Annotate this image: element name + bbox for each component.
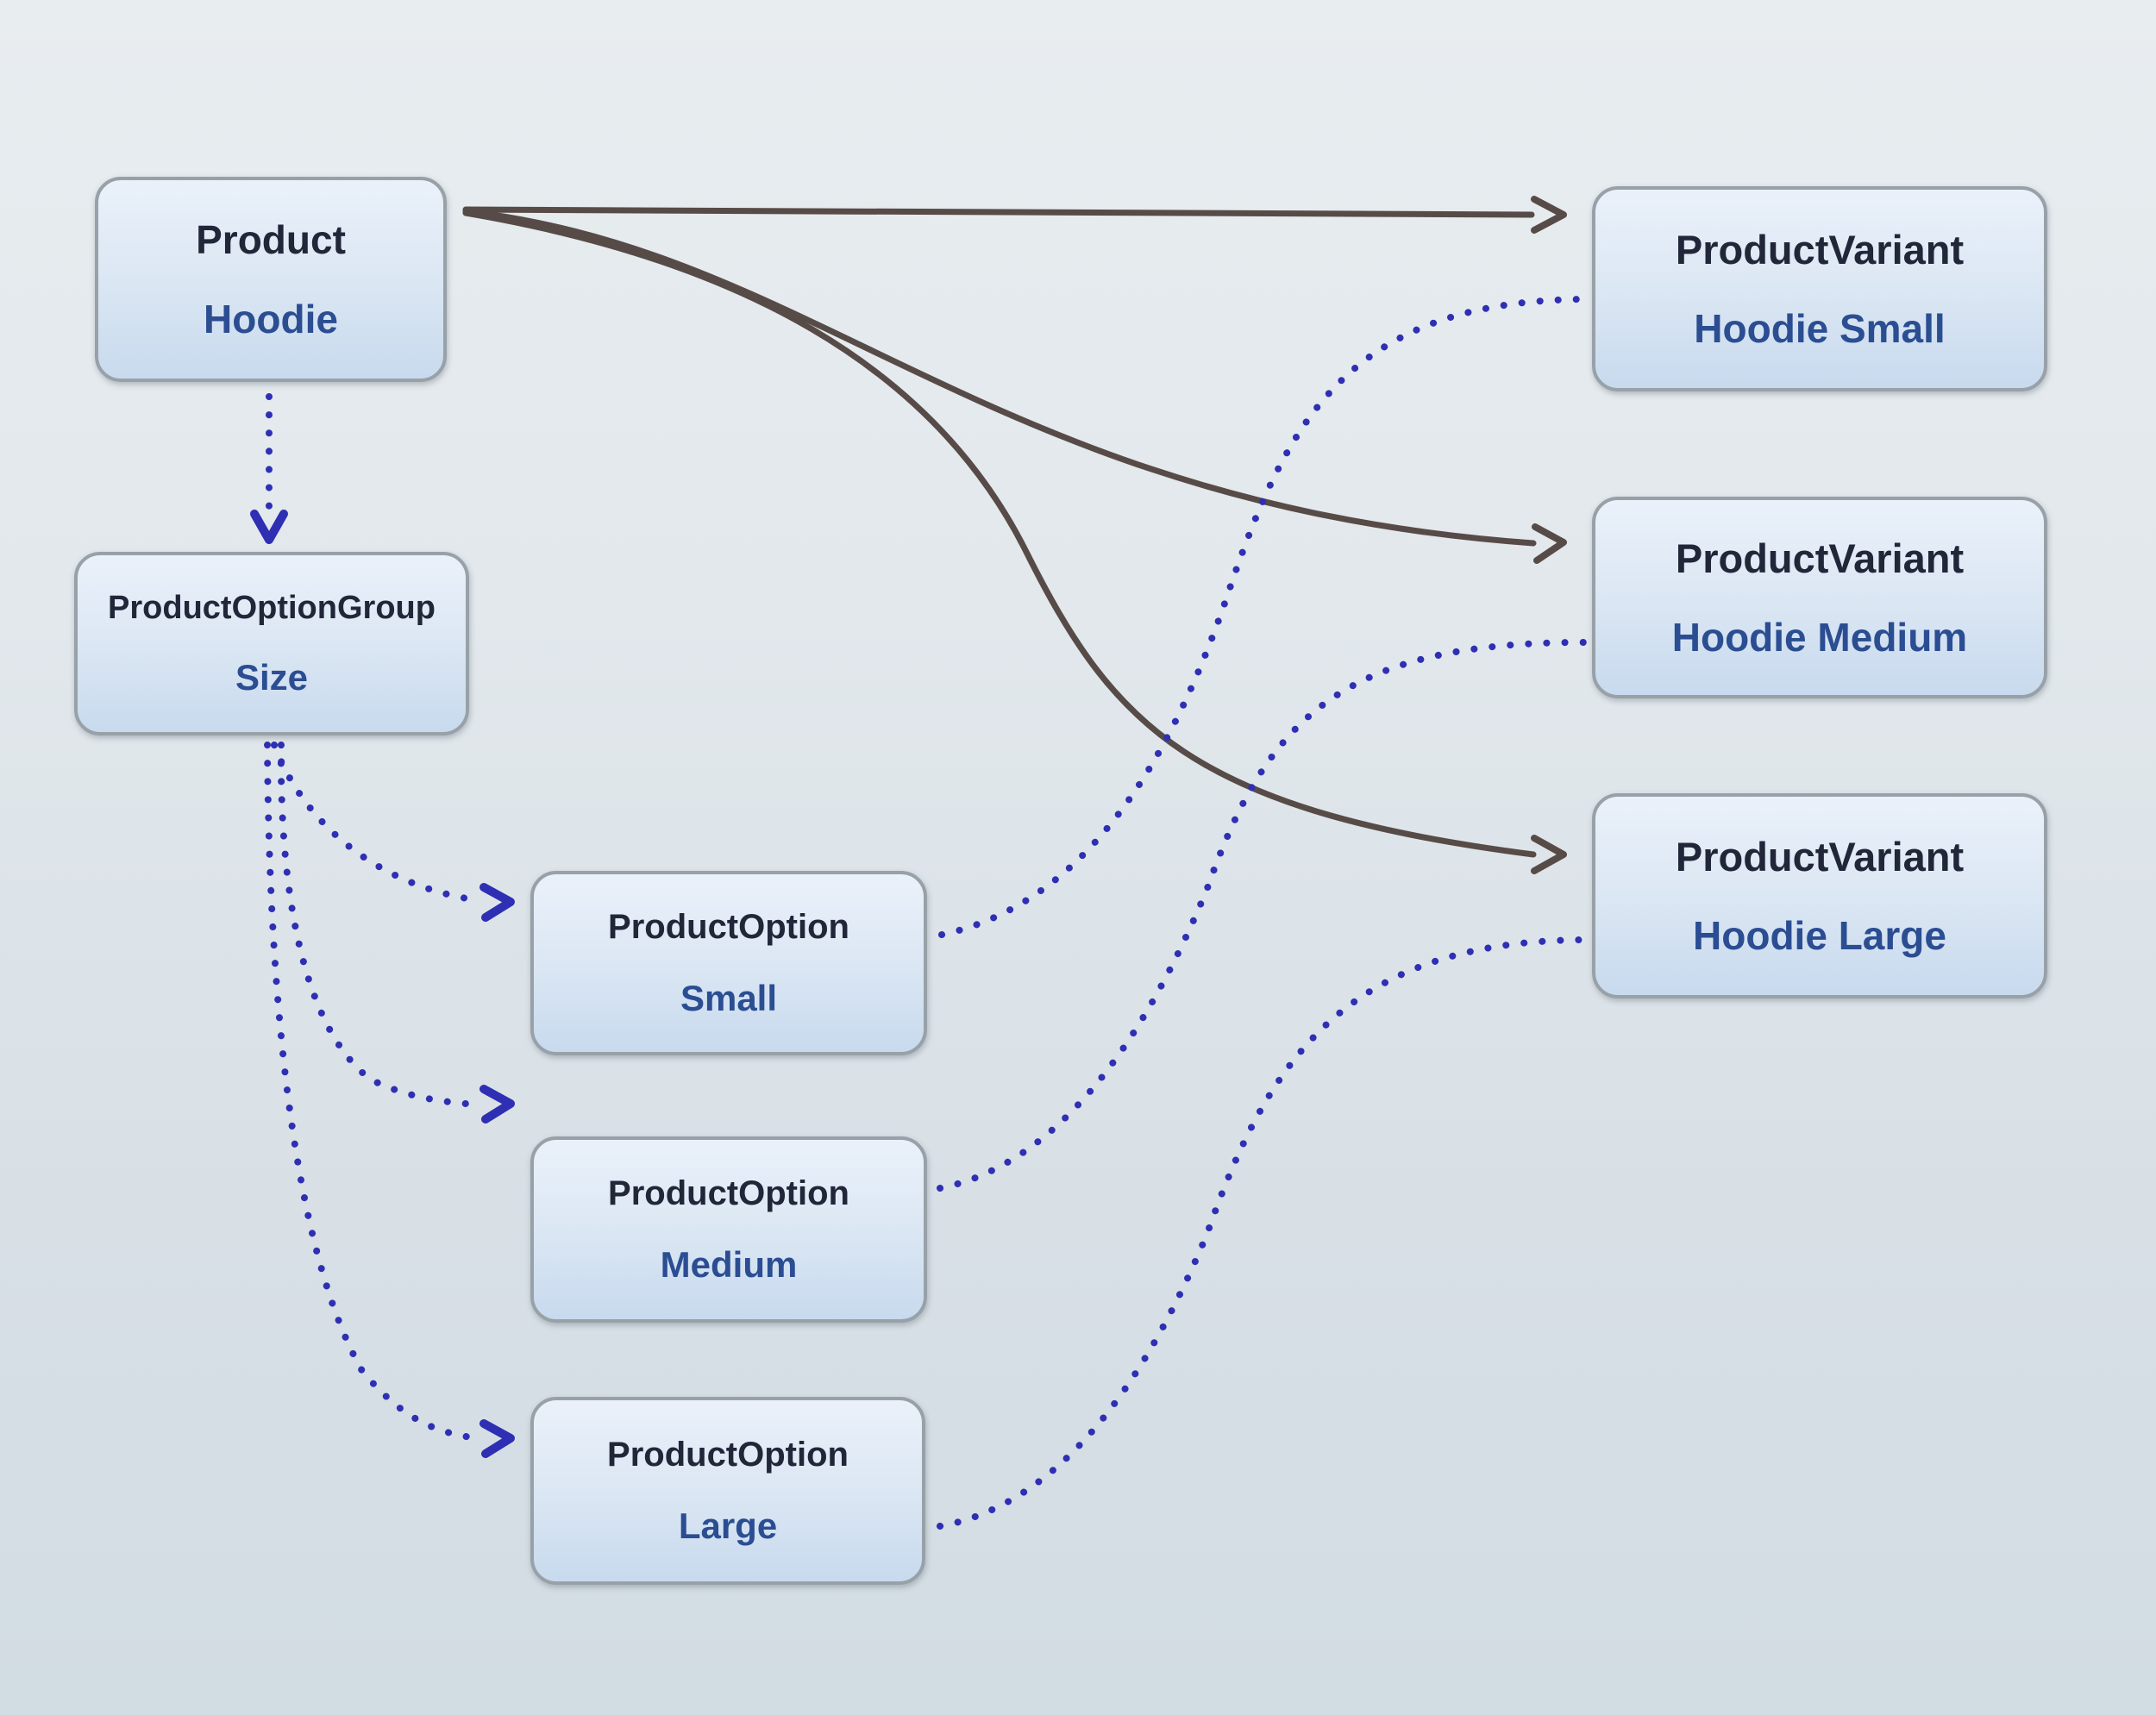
node-type-label: Product	[196, 217, 346, 262]
edge-group-option-small-arrowhead-icon	[479, 883, 515, 922]
node-product-variant-medium: ProductVariant Hoodie Medium	[1592, 497, 2047, 698]
edge-option-small-variant-small-line	[938, 296, 1587, 938]
node-value-label: Small	[680, 977, 778, 1018]
edge-product-variant-small-line	[462, 206, 1535, 218]
node-product-variant-large: ProductVariant Hoodie Large	[1592, 793, 2047, 998]
edge-product-variant-medium-line	[462, 208, 1537, 547]
node-value-label: Size	[235, 657, 309, 698]
edge-group-option-large-arrowhead-icon	[479, 1419, 515, 1458]
edge-product-option-group-arrowhead-icon	[250, 510, 288, 544]
edge-group-option-medium-arrowhead-icon	[479, 1085, 515, 1124]
edge-product-variant-medium-arrowhead-icon	[1532, 523, 1567, 564]
node-product-variant-small: ProductVariant Hoodie Small	[1592, 186, 2047, 391]
edge-group-option-small-line	[271, 742, 480, 904]
node-type-label: ProductVariant	[1675, 535, 1965, 582]
node-product-option-medium: ProductOption Medium	[530, 1136, 927, 1323]
node-type-label: ProductOption	[608, 1174, 849, 1212]
node-value-label: Large	[678, 1505, 778, 1547]
edge-option-medium-variant-medium-line	[937, 639, 1587, 1192]
node-product-option-large: ProductOption Large	[530, 1397, 925, 1585]
node-value-label: Hoodie Medium	[1671, 614, 1968, 660]
node-product-option-group: ProductOptionGroup Size	[74, 552, 469, 735]
edge-product-variant-small-arrowhead-icon	[1531, 196, 1567, 234]
edge-product-variant-large-arrowhead-icon	[1531, 835, 1567, 874]
node-value-label: Medium	[660, 1244, 798, 1285]
node-value-label: Hoodie	[204, 297, 338, 341]
node-type-label: ProductVariant	[1675, 226, 1965, 272]
node-product-option-small: ProductOption Small	[530, 871, 927, 1055]
node-type-label: ProductOption	[607, 1435, 849, 1474]
edge-option-large-variant-large-line	[937, 936, 1587, 1530]
node-type-label: ProductVariant	[1675, 833, 1965, 879]
node-type-label: ProductOption	[608, 908, 849, 947]
node-value-label: Hoodie Small	[1694, 306, 1946, 352]
edge-group-option-medium-line	[277, 742, 480, 1108]
edge-product-variant-large-line	[462, 210, 1537, 858]
node-type-label: ProductOptionGroup	[108, 589, 436, 626]
node-product: Product Hoodie	[95, 177, 447, 382]
node-value-label: Hoodie Large	[1693, 913, 1946, 959]
edge-group-option-large-line	[264, 742, 480, 1442]
